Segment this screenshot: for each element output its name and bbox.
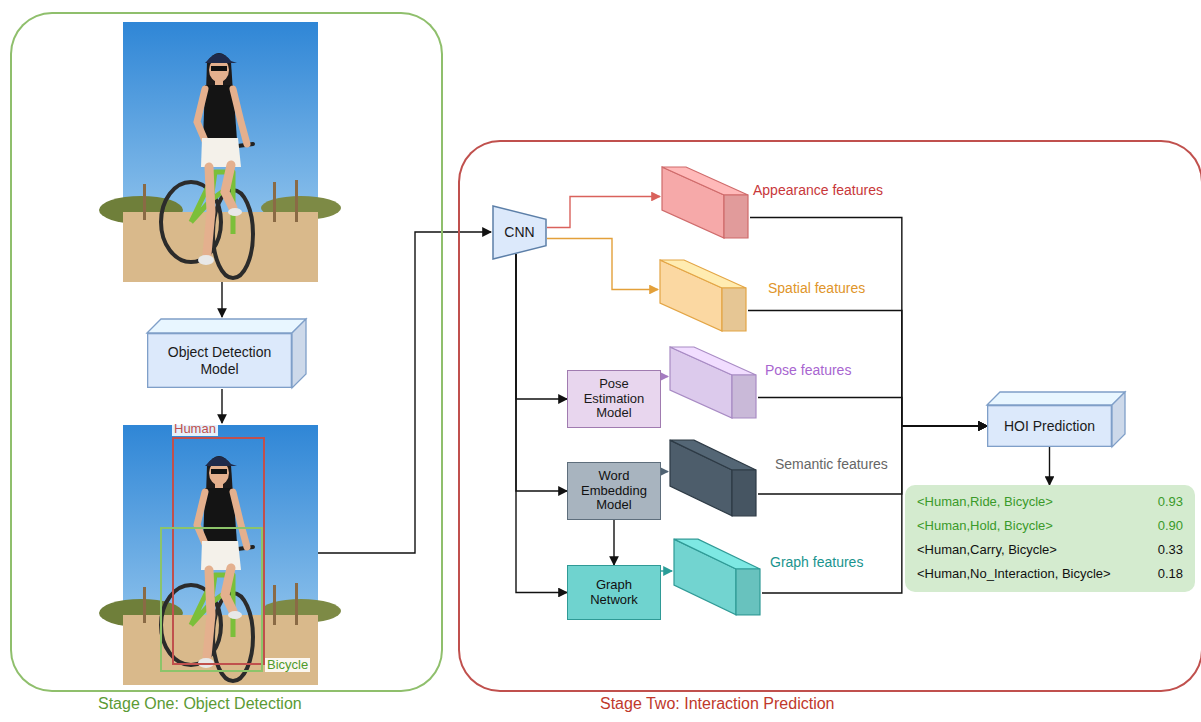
text-slot: CNN: [492, 205, 547, 260]
hoi-result: 0.93: [1158, 495, 1183, 510]
model-box: Object Detection Model: [147, 333, 292, 388]
connector-arrow: [516, 254, 567, 593]
bounding-box: Human: [172, 437, 265, 665]
cnn-block: CNN: [492, 205, 547, 260]
block-label: CNN: [504, 224, 534, 240]
shape-outline: [668, 438, 758, 518]
text-slot: Appearance features: [753, 182, 883, 198]
bounding-box: Bicycle: [160, 527, 263, 672]
box-top-face: [147, 319, 306, 333]
cnn-trapezoid: [493, 206, 546, 259]
text-slot: Stage One: Object Detection: [98, 695, 302, 713]
text-slot: <Human,Ride, Bicycle> 0.93 <Human,Hold, Bi…: [905, 485, 1195, 592]
connector-arrow: [750, 218, 987, 427]
bar-top-face: [660, 260, 746, 288]
bar-front-face: [724, 195, 748, 238]
feature-label: Graph features: [770, 554, 863, 570]
connector-arrow: [661, 376, 668, 377]
feature-label: Semantic features: [775, 456, 888, 472]
text-slot: HOI Prediction: [987, 405, 1112, 447]
stage-title: Stage Two: Interaction Prediction: [600, 695, 835, 713]
input-photo: [99, 22, 341, 282]
bar-front-face: [736, 569, 760, 615]
feature-block: Graph features: [672, 537, 762, 617]
hoi-result: <Human,No_Interaction, Bicycle>: [917, 567, 1144, 582]
connector-arrow: [516, 254, 567, 491]
shape-outline: [658, 258, 748, 333]
hoi-result: 0.90: [1158, 519, 1183, 534]
box-label: Word Embedding Model: [572, 469, 656, 514]
box-label: HOI Prediction: [1004, 418, 1095, 434]
feature-label: Spatial features: [768, 280, 865, 296]
class-label: Bicycle: [265, 658, 310, 672]
flow-arrow: [221, 282, 222, 317]
text-slot: Word Embedding Model: [568, 463, 660, 519]
bar-top-face: [670, 347, 756, 375]
box-front-face: [148, 334, 292, 388]
stage-panel: Stage One: Object DetectionObject Detect…: [10, 12, 443, 692]
hoi-result: <Human,Ride, Bicycle>: [917, 495, 1144, 510]
bar-front-face: [722, 288, 746, 331]
bar-top-face: [674, 539, 760, 569]
result-panel: <Human,Ride, Bicycle> 0.93 <Human,Hold, Bi…: [905, 485, 1195, 592]
box-label: Pose Estimation Model: [572, 377, 656, 422]
flow-arrow: [221, 389, 222, 423]
text-slot: Human: [172, 422, 218, 436]
shape-outline: [668, 345, 758, 420]
text-slot: Graph features: [770, 554, 863, 570]
module-box: Pose Estimation Model: [567, 370, 661, 428]
box-top-face: [987, 392, 1125, 405]
box-label: Graph Network: [572, 578, 656, 608]
feature-label: Appearance features: [753, 182, 883, 198]
stage-panel: Stage Two: Interaction PredictionCNNAppe…: [458, 140, 1201, 692]
hoi-result: 0.18: [1158, 567, 1183, 582]
shape-outline: [672, 537, 762, 617]
text-slot: Graph Network: [568, 566, 660, 619]
bar-front-face: [732, 375, 756, 418]
text-slot: Object Detection Model: [147, 333, 292, 388]
connector-arrow: [758, 398, 987, 427]
text-slot: Semantic features: [775, 456, 888, 472]
box-side-face: [1112, 392, 1125, 447]
connector-arrow: [748, 311, 987, 427]
detected-photo: [99, 425, 341, 685]
class-label: Human: [172, 422, 218, 436]
connector-arrow: [661, 570, 672, 571]
connector-arrow: [1049, 447, 1050, 485]
connector-arrow: [516, 254, 567, 399]
connector-arrow: [758, 426, 987, 494]
feature-block: Semantic features: [668, 438, 758, 518]
text-slot: Pose Estimation Model: [568, 371, 660, 427]
feature-block: Pose features: [668, 345, 758, 420]
bar-top-face: [662, 167, 748, 195]
connector-arrow: [547, 239, 658, 290]
stage-title: Stage One: Object Detection: [98, 695, 302, 713]
hoi-result: <Human,Carry, Bicycle>: [917, 543, 1144, 558]
shape-outline: [660, 165, 750, 240]
bar-top-face: [670, 440, 756, 470]
text-slot: Bicycle: [265, 658, 310, 672]
text-slot: Spatial features: [768, 280, 865, 296]
hoi-result: <Human,Hold, Bicycle>: [917, 519, 1144, 534]
text-slot: Stage Two: Interaction Prediction: [600, 695, 835, 713]
bar-front-face: [732, 470, 756, 516]
box-front-face: [988, 406, 1112, 447]
module-box: Word Embedding Model: [567, 462, 661, 520]
connector-arrow: [547, 197, 660, 228]
hoi-result: 0.33: [1158, 543, 1183, 558]
connector-arrow: [661, 471, 668, 472]
module-box: Graph Network: [567, 565, 661, 620]
box-side-face: [292, 319, 306, 388]
flow-arrow: [318, 232, 491, 553]
connector-arrow: [613, 520, 614, 565]
prediction-box: HOI Prediction: [987, 405, 1112, 447]
feature-label: Pose features: [765, 362, 851, 378]
text-slot: Pose features: [765, 362, 851, 378]
feature-block: Spatial features: [658, 258, 748, 333]
feature-block: Appearance features: [660, 165, 750, 240]
box-label: Object Detection Model: [152, 344, 287, 376]
